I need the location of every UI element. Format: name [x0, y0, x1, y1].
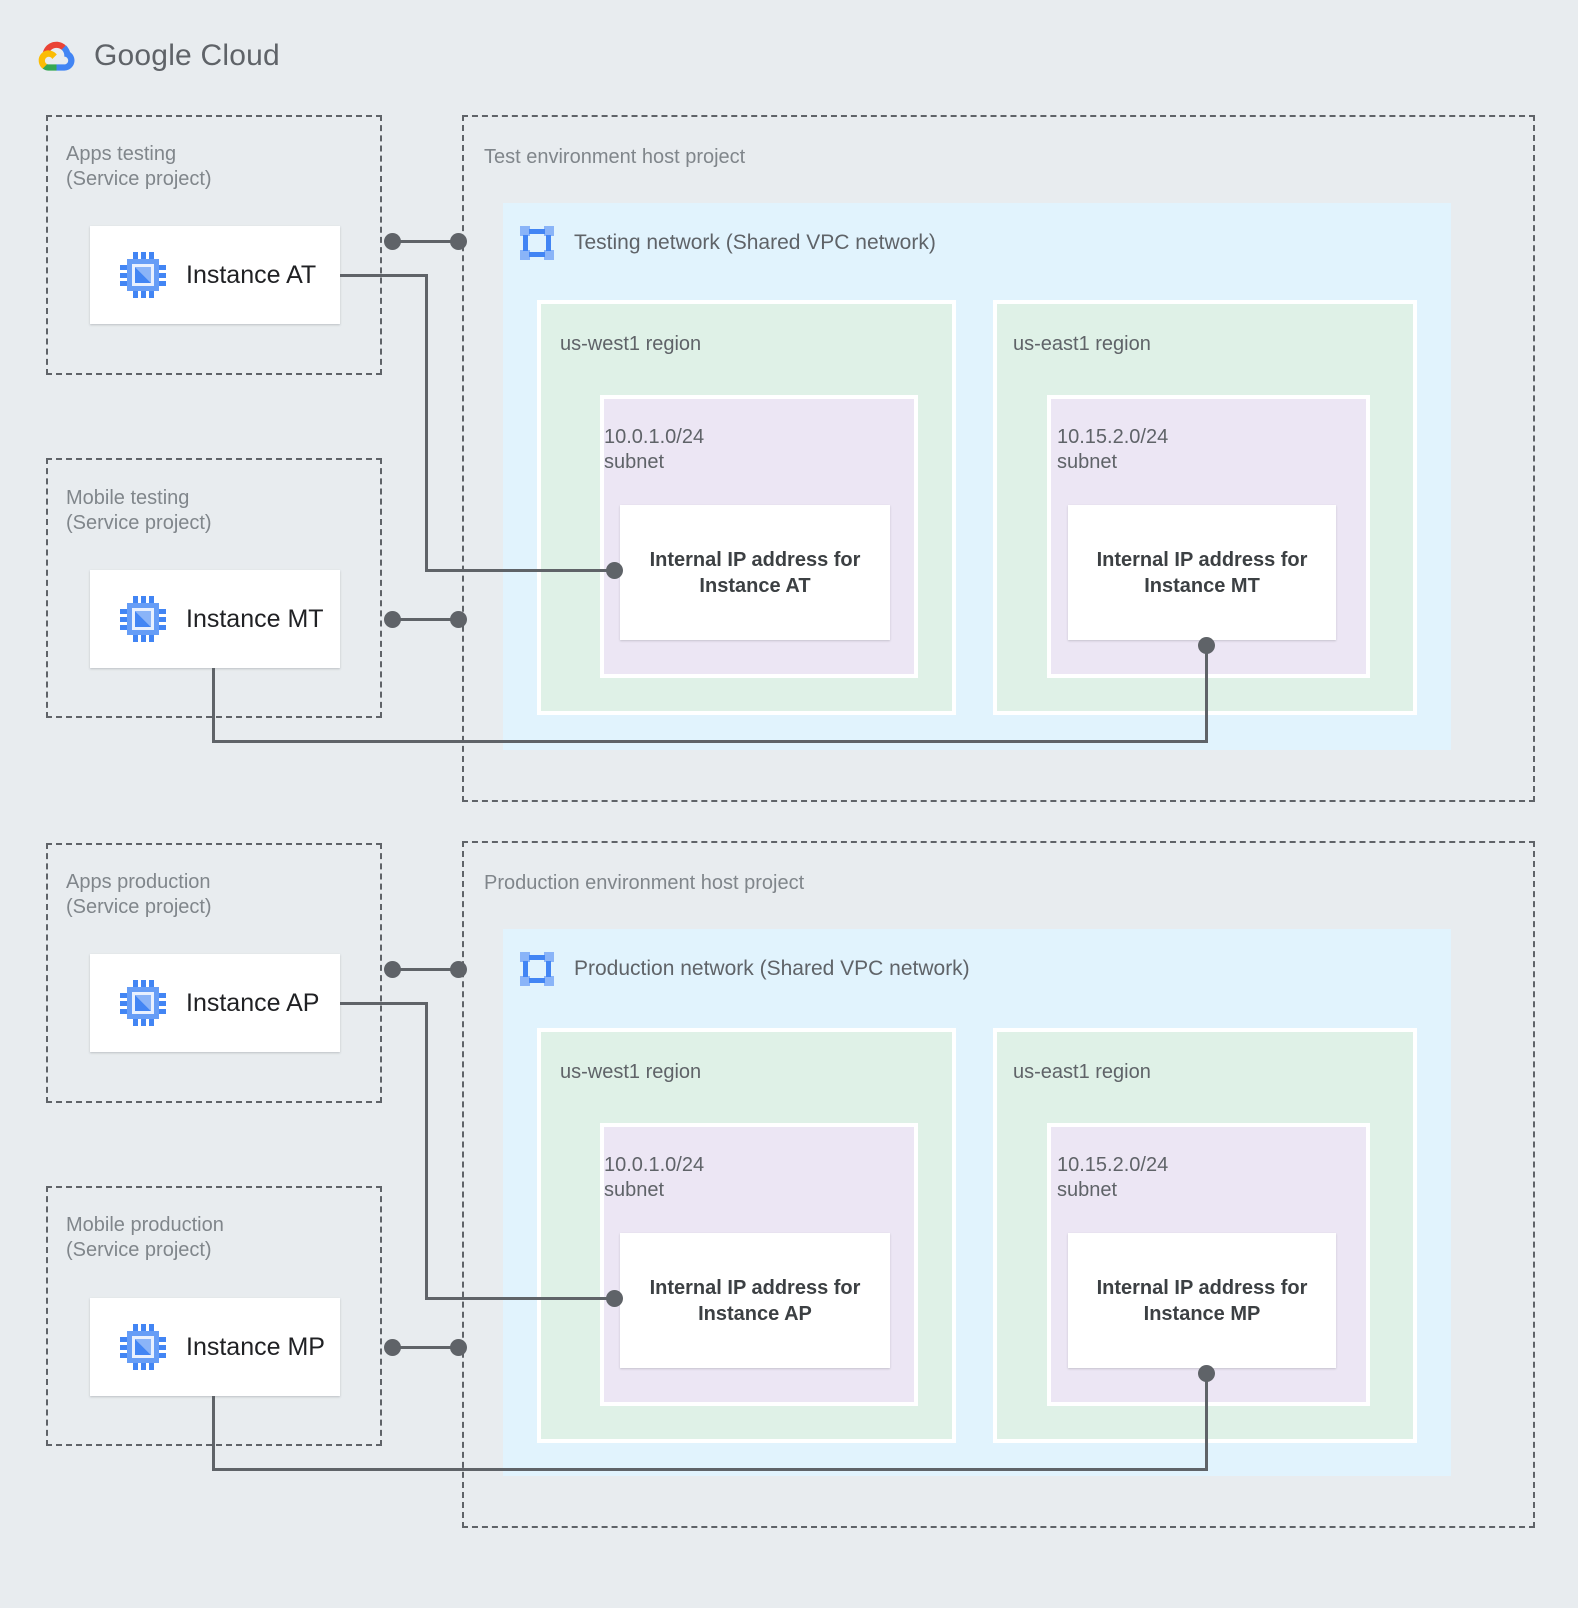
- network-production-title: Production network (Shared VPC network): [520, 952, 970, 986]
- network-testing-label: Testing network (Shared VPC network): [574, 231, 936, 254]
- network-testing-title: Testing network (Shared VPC network): [520, 226, 936, 260]
- compute-instance-chip-icon: [120, 1324, 166, 1370]
- instance-card-mp[interactable]: Instance MP: [90, 1298, 340, 1396]
- connector-dot-ip-mp: [1198, 1365, 1215, 1382]
- vpc-network-icon: [520, 952, 554, 986]
- google-cloud-logo-icon: [32, 32, 80, 80]
- instance-card-at-label: Instance AT: [186, 260, 317, 289]
- connector-dot-ip-mt: [1198, 637, 1215, 654]
- connector-ap-seg2: [425, 1002, 428, 1299]
- brand-wordmark: Google Cloud: [94, 39, 280, 73]
- compute-instance-chip-icon: [120, 980, 166, 1026]
- service-project-apps-production-label: Apps production (Service project): [66, 871, 212, 918]
- connector-ap-seg3: [425, 1297, 618, 1300]
- host-project-test[interactable]: [462, 115, 1535, 802]
- subnet-test-us-west1-label: 10.0.1.0/24 subnet: [604, 426, 705, 473]
- connector-mt-seg3: [1205, 648, 1208, 743]
- ip-card-instance-at[interactable]: Internal IP address for Instance AT: [620, 505, 890, 640]
- connector-ap-boundary: [392, 968, 458, 971]
- connector-dot: [384, 961, 401, 978]
- connector-dot: [450, 611, 467, 628]
- connector-at-seg3: [425, 569, 618, 572]
- instance-card-mp-label: Instance MP: [186, 1332, 325, 1361]
- region-prod-us-east1-label: us-east1 region: [1013, 1061, 1151, 1083]
- region-test-us-west1-label: us-west1 region: [560, 333, 702, 355]
- connector-mt-seg2: [212, 740, 1208, 743]
- connector-dot: [450, 233, 467, 250]
- service-project-mobile-production-label: Mobile production (Service project): [66, 1214, 224, 1261]
- ip-card-instance-mt[interactable]: Internal IP address for Instance MT: [1068, 505, 1336, 640]
- region-test-us-east1-label: us-east1 region: [1013, 333, 1151, 355]
- instance-card-ap[interactable]: Instance AP: [90, 954, 340, 1052]
- connector-dot-ip-at: [606, 562, 623, 579]
- host-project-production[interactable]: [462, 841, 1535, 1528]
- subnet-prod-us-east1-label: 10.15.2.0/24 subnet: [1057, 1154, 1169, 1201]
- service-project-apps-production[interactable]: [46, 843, 382, 1103]
- connector-at-seg1: [340, 274, 428, 277]
- compute-instance-chip-icon: [120, 252, 166, 298]
- subnet-prod-us-west1-label: 10.0.1.0/24 subnet: [604, 1154, 705, 1201]
- connector-dot-ip-ap: [606, 1290, 623, 1307]
- connector-mp-seg2: [212, 1468, 1208, 1471]
- connector-ap-seg1: [340, 1002, 428, 1005]
- host-project-production-label: Production environment host project: [484, 872, 805, 894]
- connector-at-boundary: [392, 240, 458, 243]
- instance-card-mt[interactable]: Instance MT: [90, 570, 340, 668]
- connector-mp-boundary: [392, 1346, 458, 1349]
- connector-dot: [384, 233, 401, 250]
- instance-card-at[interactable]: Instance AT: [90, 226, 340, 324]
- network-production-label: Production network (Shared VPC network): [574, 957, 970, 980]
- connector-at-seg2: [425, 274, 428, 571]
- host-project-test-label: Test environment host project: [484, 146, 746, 168]
- service-project-mobile-testing-label: Mobile testing (Service project): [66, 487, 212, 534]
- subnet-test-us-east1-label: 10.15.2.0/24 subnet: [1057, 426, 1169, 473]
- service-project-apps-testing-label: Apps testing (Service project): [66, 143, 212, 190]
- instance-card-ap-label: Instance AP: [186, 988, 320, 1017]
- connector-mp-seg1: [212, 1396, 215, 1471]
- ip-card-instance-ap[interactable]: Internal IP address for Instance AP: [620, 1233, 890, 1368]
- region-prod-us-west1-label: us-west1 region: [560, 1061, 702, 1083]
- connector-dot: [384, 1339, 401, 1356]
- service-project-apps-testing[interactable]: [46, 115, 382, 375]
- connector-mt-boundary: [392, 618, 458, 621]
- connector-dot: [384, 611, 401, 628]
- vpc-network-icon: [520, 226, 554, 260]
- google-cloud-brand: Google Cloud: [32, 32, 280, 80]
- instance-card-mt-label: Instance MT: [186, 604, 324, 633]
- brand-name-bold: Google: [94, 39, 192, 72]
- compute-instance-chip-icon: [120, 596, 166, 642]
- ip-card-instance-mp[interactable]: Internal IP address for Instance MP: [1068, 1233, 1336, 1368]
- connector-mt-seg1: [212, 668, 215, 743]
- connector-dot: [450, 961, 467, 978]
- connector-mp-seg3: [1205, 1376, 1208, 1471]
- connector-dot: [450, 1339, 467, 1356]
- brand-name-light: Cloud: [191, 39, 280, 72]
